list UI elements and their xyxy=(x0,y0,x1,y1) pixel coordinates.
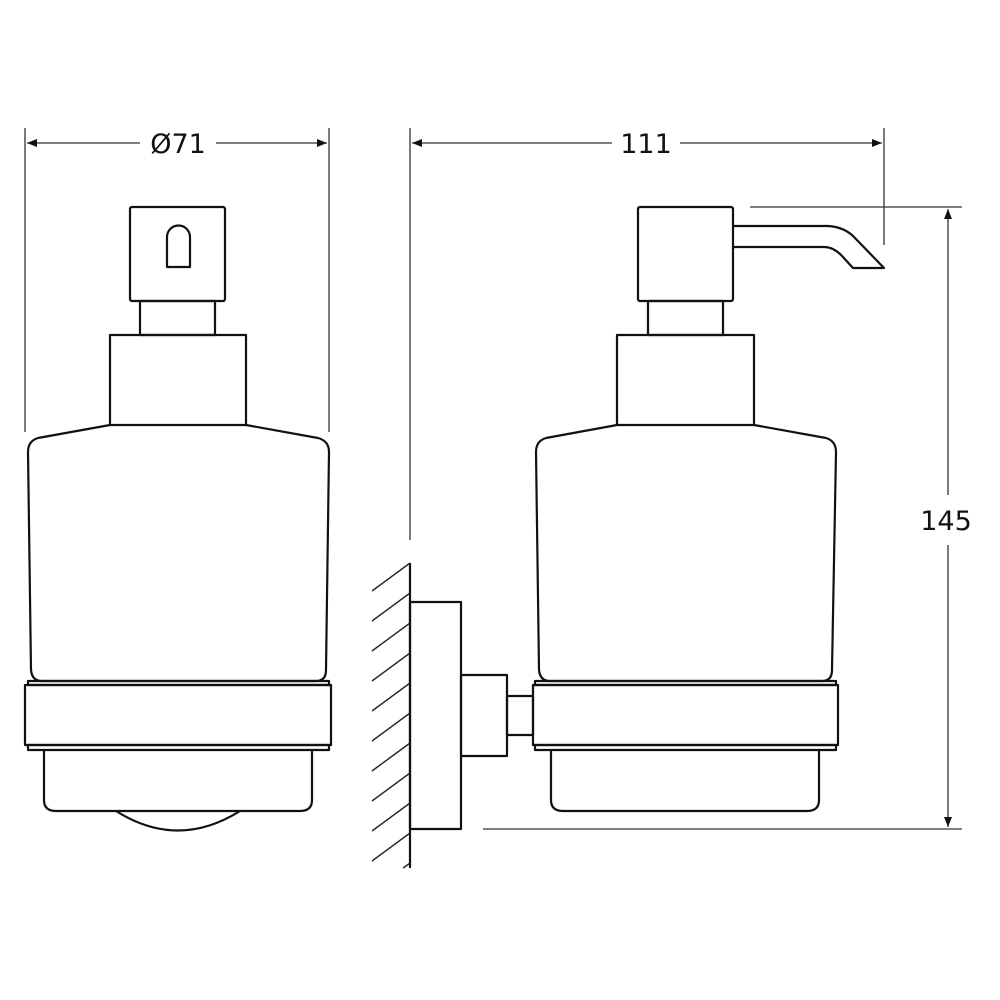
hatch-line xyxy=(371,802,411,832)
front-pump-head xyxy=(108,205,248,427)
hatch-line xyxy=(371,772,411,802)
projection-label: 111 xyxy=(620,129,672,160)
projection-dimension: 111 xyxy=(409,128,885,540)
front-bottle-body xyxy=(26,423,331,683)
side-holder-ring xyxy=(531,679,840,752)
height-label: 145 xyxy=(920,506,972,537)
side-view: 111 145 xyxy=(371,128,972,869)
side-bottle-body xyxy=(534,423,838,683)
hatch-line xyxy=(371,712,411,742)
hatch-line xyxy=(371,622,411,652)
front-holder-ring xyxy=(23,679,333,752)
front-cup xyxy=(42,750,314,813)
hatch-line xyxy=(371,652,411,682)
front-bottom-knob xyxy=(115,810,241,832)
hatch-line xyxy=(371,742,411,772)
hatch-line xyxy=(371,682,411,712)
front-view: Ø71 xyxy=(23,128,333,832)
hatch-line xyxy=(402,862,411,869)
side-pump-head xyxy=(615,205,886,427)
height-dimension: 145 xyxy=(483,206,972,830)
wall-hatching xyxy=(371,562,412,869)
side-cup xyxy=(549,750,821,813)
hatch-line xyxy=(371,562,411,592)
wall-mount xyxy=(408,600,535,831)
spout xyxy=(733,224,886,270)
hatch-line xyxy=(371,592,411,622)
diameter-dimension: Ø71 xyxy=(24,128,330,432)
diameter-label: Ø71 xyxy=(150,129,206,160)
hatch-line xyxy=(371,832,411,862)
